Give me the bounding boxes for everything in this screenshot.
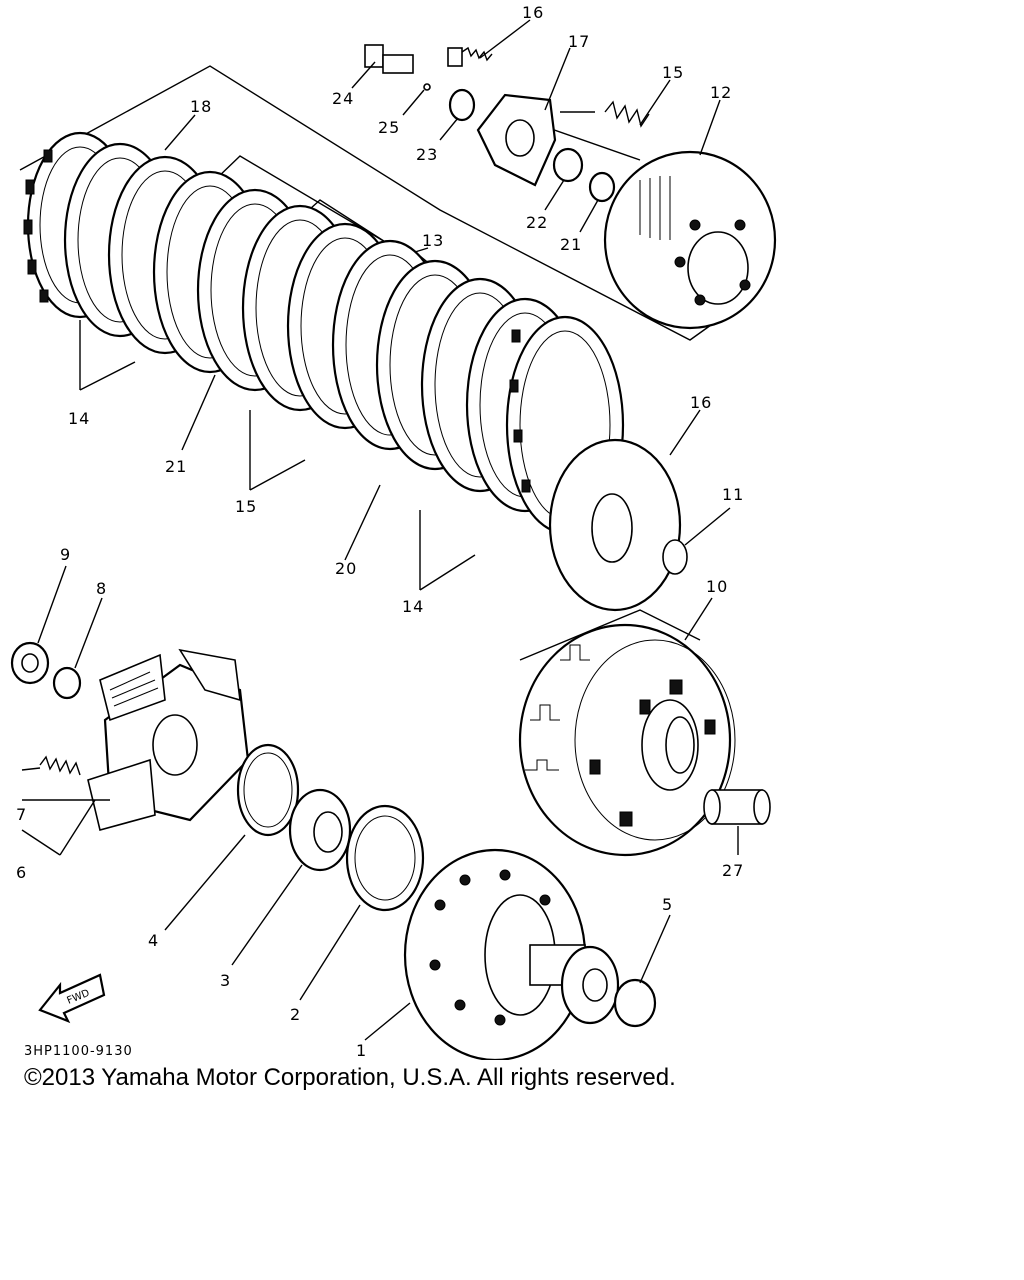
callout-13: 13 bbox=[422, 231, 444, 250]
washer-5 bbox=[613, 978, 657, 1028]
leader-lines bbox=[21, 19, 739, 1041]
callout-15: 15 bbox=[235, 497, 257, 516]
callout-9: 9 bbox=[60, 545, 71, 564]
clutch-housing bbox=[518, 609, 736, 857]
callout-12: 12 bbox=[710, 83, 732, 102]
callout-3: 3 bbox=[220, 971, 231, 990]
callout-17: 15 bbox=[662, 63, 684, 82]
ball bbox=[423, 83, 431, 91]
carrier-spring bbox=[39, 755, 81, 776]
lock-washer bbox=[588, 171, 616, 203]
callout-21-b: 20 bbox=[335, 559, 357, 578]
callout-6: 6 bbox=[16, 863, 27, 882]
callout-27: 27 bbox=[722, 861, 744, 880]
callout-14-b: 14 bbox=[402, 597, 424, 616]
callout-numbers: 16 17 15 12 18 24 25 23 22 21 13 14 21 1… bbox=[16, 3, 744, 1060]
collar bbox=[703, 789, 771, 825]
callout-23: 22 bbox=[526, 213, 548, 232]
callout-24: 23 bbox=[416, 145, 438, 164]
clutch-carrier bbox=[87, 648, 250, 831]
callout-22: 21 bbox=[560, 235, 582, 254]
callout-11: 11 bbox=[722, 485, 744, 504]
callout-2: 2 bbox=[290, 1005, 301, 1024]
exploded-parts-diagram: FWD 16 bbox=[10, 3, 777, 1060]
callout-25: 24 bbox=[332, 89, 354, 108]
primary-drive-housing bbox=[403, 848, 620, 1060]
callout-19: 17 bbox=[568, 32, 590, 51]
washer bbox=[552, 147, 584, 183]
circlip bbox=[662, 539, 688, 575]
copyright-notice: ©2013 Yamaha Motor Corporation, U.S.A. A… bbox=[24, 1064, 676, 1091]
push-rod bbox=[364, 44, 414, 74]
callout-20: 18 bbox=[190, 97, 212, 116]
pressure-plate-retainer bbox=[476, 93, 557, 187]
lock-washer-8 bbox=[52, 666, 82, 700]
bearing bbox=[448, 88, 476, 122]
clutch-boss bbox=[603, 150, 777, 330]
callout-26: 25 bbox=[378, 118, 400, 137]
callout-1: 1 bbox=[356, 1041, 367, 1060]
thrust-washer bbox=[236, 743, 300, 837]
part-code: 3HP1100-9130 bbox=[24, 1044, 133, 1059]
callout-8: 8 bbox=[96, 579, 107, 598]
one-way-clutch bbox=[345, 804, 425, 912]
callout-7: 7 bbox=[16, 805, 27, 824]
fwd-arrow-icon: FWD bbox=[38, 973, 106, 1024]
callout-21-a: 21 bbox=[165, 457, 187, 476]
clutch-plate-stack bbox=[23, 131, 625, 535]
callout-5: 5 bbox=[662, 895, 673, 914]
callout-4: 4 bbox=[148, 931, 159, 950]
callout-18: 16 bbox=[522, 3, 544, 22]
bolt bbox=[447, 46, 493, 67]
callout-16: 16 bbox=[690, 393, 712, 412]
callout-14-a: 14 bbox=[68, 409, 90, 428]
pressure-plate bbox=[548, 438, 682, 612]
callout-10: 10 bbox=[706, 577, 728, 596]
